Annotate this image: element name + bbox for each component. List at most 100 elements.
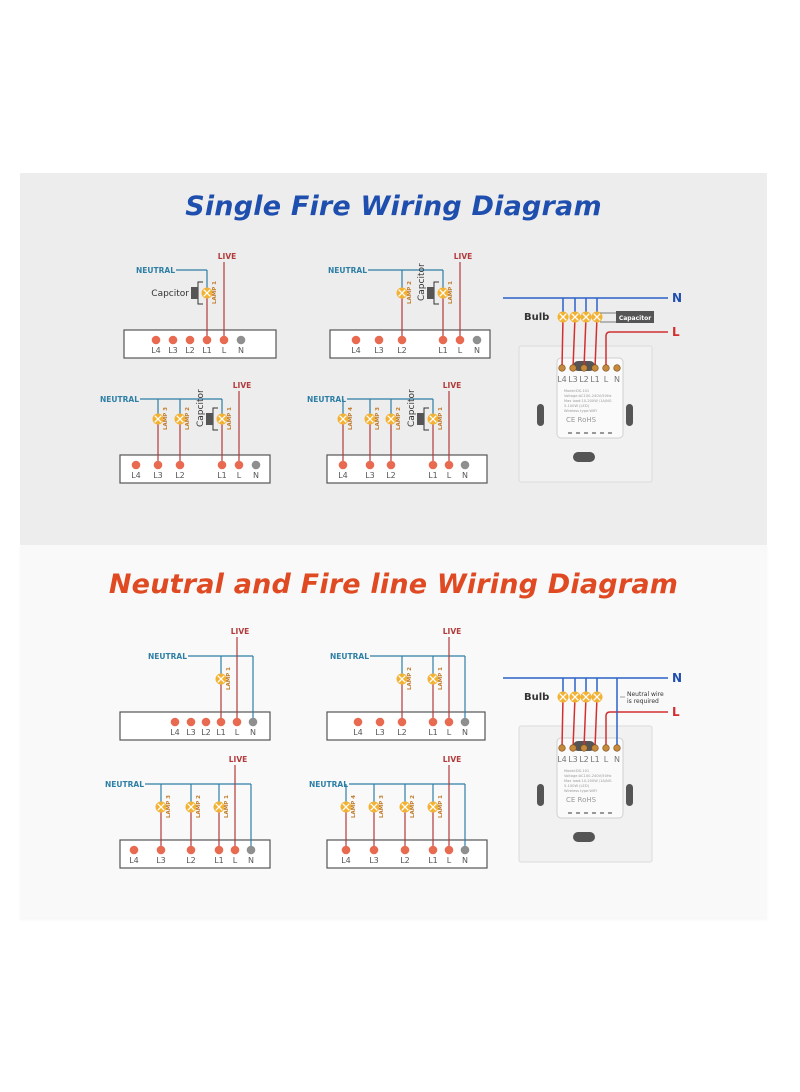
terminal-l4	[338, 460, 348, 470]
terminal-l4	[151, 335, 161, 345]
terminal-l1	[428, 717, 438, 727]
terminal-l2	[397, 717, 407, 727]
live-label: LIVE	[454, 252, 473, 261]
terminal-label-n: N	[250, 728, 256, 737]
switch-terminal-box	[326, 839, 488, 869]
cert-marks: CE RoHS	[566, 416, 597, 424]
bulb-icon	[591, 691, 603, 703]
terminal-label-n: N	[238, 346, 244, 355]
neutral-fire-panel: Neutral and Fire line Wiring Diagram NEU…	[20, 545, 767, 918]
spec-line: Voltage:AC100-240V/50Hz	[564, 774, 612, 778]
neutral-label: NEUTRAL	[105, 780, 144, 789]
terminal-l4	[129, 845, 139, 855]
lamp-label: LAMP 3	[379, 795, 385, 818]
lamp-icon	[385, 413, 397, 425]
terminal-label-l2: L2	[397, 728, 407, 737]
device-n-label: N	[672, 671, 682, 685]
capacitor-icon: Capcitor	[196, 389, 218, 431]
bulb-icon	[569, 311, 581, 323]
terminal-label-l3: L3	[186, 728, 196, 737]
terminal-label-l3: L3	[168, 346, 178, 355]
neutral-label: NEUTRAL	[330, 652, 369, 661]
terminal-l	[219, 335, 229, 345]
switch-module-body	[556, 357, 624, 439]
lamp-icon	[215, 673, 227, 685]
terminal-label-l: L	[235, 728, 240, 737]
terminal-label-l4: L4	[351, 346, 361, 355]
mount-slot-right	[626, 404, 633, 426]
vent	[608, 432, 612, 434]
device-terminal-label-l3: L3	[568, 755, 578, 764]
terminal-label-l1: L1	[217, 471, 227, 480]
bulb-icon	[569, 691, 581, 703]
terminal-l2	[201, 717, 211, 727]
lamp-icon	[201, 287, 213, 299]
switch-terminal-box	[119, 454, 271, 484]
lamp-label: LAMP 1	[438, 795, 444, 818]
lamp-cross	[429, 803, 437, 811]
terminal-label-l: L	[447, 856, 452, 865]
live-label: LIVE	[233, 381, 252, 390]
device-l-label: L	[672, 325, 680, 339]
bulb-icon	[557, 311, 569, 323]
terminal-l3	[365, 460, 375, 470]
terminal-l1	[428, 845, 438, 855]
terminal-l3	[369, 845, 379, 855]
spec-line: Wireless type:WIFI	[564, 789, 597, 793]
lamp-cross	[218, 415, 226, 423]
lamp-label: LAMP 1	[448, 281, 454, 304]
terminal-label-l1: L1	[216, 728, 226, 737]
vent	[600, 432, 604, 434]
terminal-l2	[397, 335, 407, 345]
device-terminal-l2	[580, 364, 588, 372]
lamp-cross	[370, 803, 378, 811]
neutral-label: NEUTRAL	[148, 652, 187, 661]
lamp-label: LAMP 4	[351, 795, 357, 818]
bulb-live-wire	[594, 316, 598, 369]
terminal-label-l: L	[458, 346, 463, 355]
vent	[584, 432, 588, 434]
terminal-label-l3: L3	[156, 856, 166, 865]
lamp-cross	[398, 675, 406, 683]
lamp-label: LAMP 2	[396, 407, 402, 430]
mount-slot-left	[537, 404, 544, 426]
spec-line: Model:DS-101	[564, 769, 589, 773]
device-terminal-l	[602, 364, 610, 372]
lamp-icon	[152, 413, 164, 425]
terminal-n	[236, 335, 246, 345]
live-label: LIVE	[443, 755, 462, 764]
lamp-label: LAMP 2	[407, 281, 413, 304]
terminal-label-l: L	[222, 346, 227, 355]
device-terminal-label-l: L	[604, 375, 609, 384]
terminal-l3	[153, 460, 163, 470]
lamp-icon	[174, 413, 186, 425]
cert-marks: CE RoHS	[566, 796, 597, 804]
device-live-line	[605, 711, 668, 748]
terminal-l4	[131, 460, 141, 470]
terminal-label-l3: L3	[153, 471, 163, 480]
lamp-icon	[399, 801, 411, 813]
bulb-icon	[591, 311, 603, 323]
capacitor-lead	[600, 312, 616, 323]
terminal-label-l3: L3	[369, 856, 379, 865]
capacitor-body	[206, 413, 213, 425]
terminal-label-l4: L4	[341, 856, 351, 865]
terminal-label-l2: L2	[400, 856, 410, 865]
bulb-label: Bulb	[524, 692, 549, 703]
device-terminal-label-l4: L4	[557, 755, 567, 764]
terminal-l	[230, 845, 240, 855]
neutral-label: NEUTRAL	[328, 266, 367, 275]
lamp-label: LAMP 4	[348, 407, 354, 430]
lamp-cross	[593, 313, 601, 321]
lamp-label: LAMP 1	[438, 407, 444, 430]
lamp-label: LAMP 2	[185, 407, 191, 430]
lamp-cross	[582, 313, 590, 321]
device-l-label: L	[672, 705, 680, 719]
switch-terminal-box	[123, 329, 277, 359]
neutral-label: NEUTRAL	[309, 780, 348, 789]
bulb-live-wire	[561, 696, 564, 749]
